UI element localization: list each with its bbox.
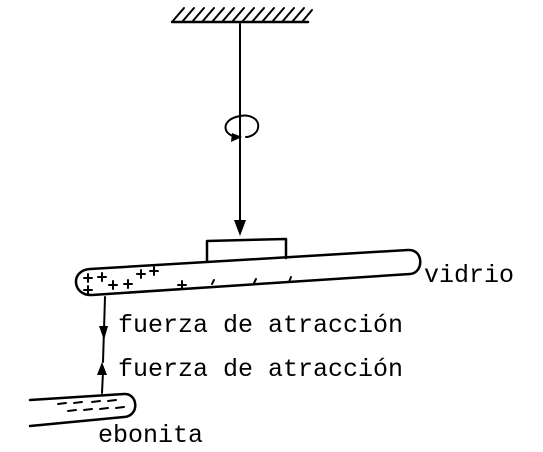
ebonite-label: ebonita <box>98 421 204 450</box>
rod-holder <box>205 237 288 263</box>
glass-rod <box>74 248 422 297</box>
rotation-arrow-icon <box>224 114 260 142</box>
force-on-glass-label: fuerza de atracción <box>118 311 404 340</box>
attraction-force-arrows <box>97 296 108 394</box>
ceiling-icon <box>170 7 313 24</box>
thread-arrowhead <box>234 220 246 236</box>
glass-label: vidrio <box>424 261 515 290</box>
force-on-ebonite-label: fuerza de atracción <box>118 355 404 384</box>
ebonite-rod-charges <box>57 399 125 412</box>
glass-rod-charges <box>83 266 292 295</box>
ebonite-rod <box>28 392 137 428</box>
